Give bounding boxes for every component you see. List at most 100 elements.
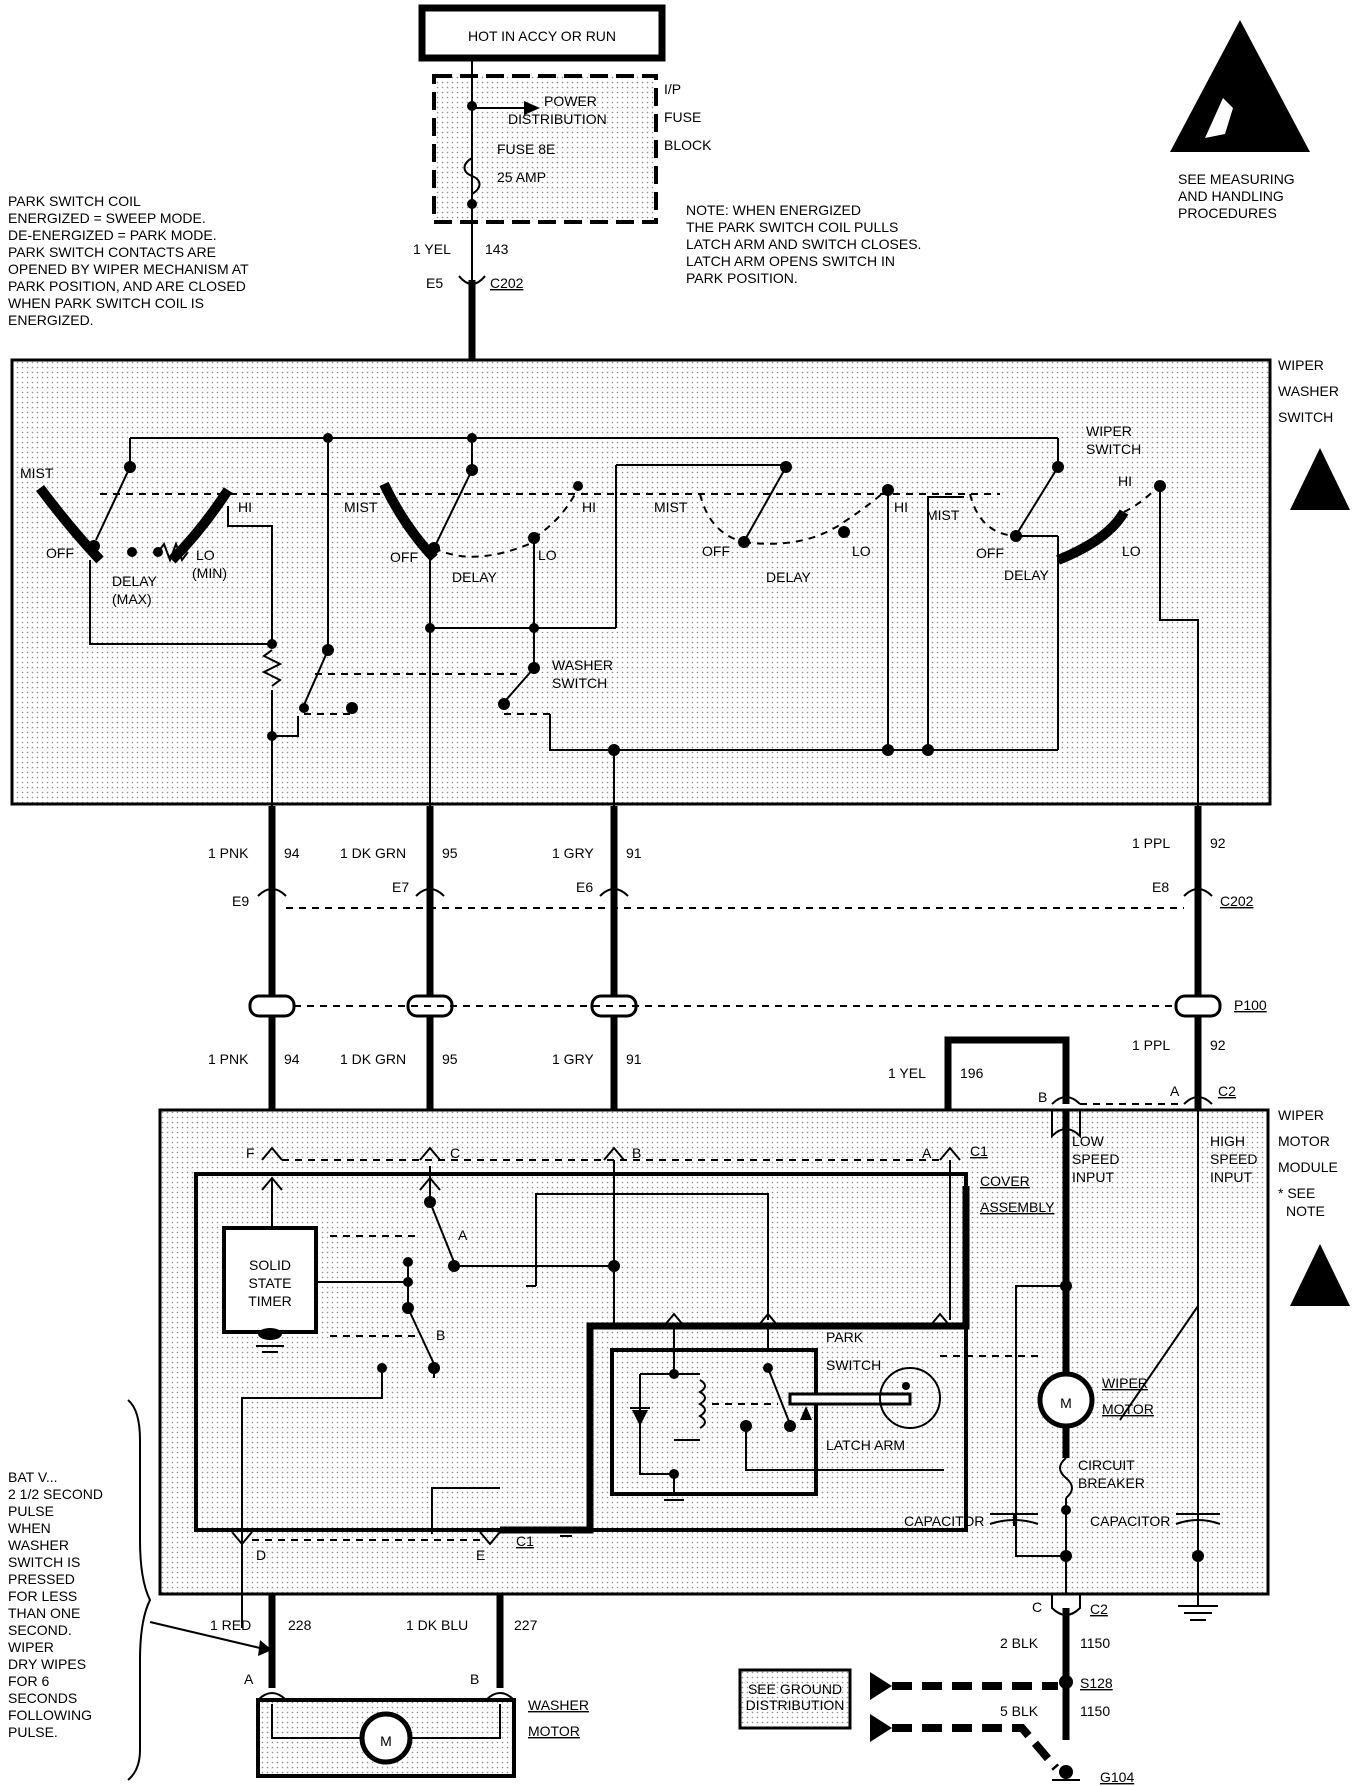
arrow-icon <box>524 101 540 115</box>
resistor <box>261 649 283 687</box>
hot-in-accy-run-label-box: HOT IN ACCY OR RUN <box>418 4 666 62</box>
power-distribution-line-2: DISTRIBUTION <box>508 111 607 127</box>
svg-text:C2: C2 <box>1090 1601 1108 1617</box>
circuit-breaker-icon <box>1059 1457 1073 1499</box>
svg-text:WIPER: WIPER <box>1086 423 1132 439</box>
park-switch-coil-note: PARK SWITCH COIL ENERGIZED = SWEEP MODE.… <box>8 193 249 328</box>
svg-text:DISTRIBUTION: DISTRIBUTION <box>746 1697 845 1713</box>
wire-circuit-95: 95 <box>442 845 458 861</box>
svg-text:DELAY: DELAY <box>112 573 158 589</box>
svg-text:1 DK BLU: 1 DK BLU <box>406 1617 468 1633</box>
svg-text:PARK: PARK <box>826 1329 864 1345</box>
wire-size-pnk: 1 PNK <box>208 845 249 861</box>
svg-text:SEE GROUND: SEE GROUND <box>748 1681 842 1697</box>
pin-e9: E9 <box>232 893 249 909</box>
svg-text:M: M <box>1060 1395 1072 1411</box>
svg-text:HI: HI <box>894 499 908 515</box>
svg-text:C: C <box>1032 1599 1042 1615</box>
diode-icon <box>632 1410 648 1426</box>
svg-text:PULSE: PULSE <box>8 1503 54 1519</box>
svg-text:STATE: STATE <box>248 1275 291 1291</box>
wire-circuit-94: 94 <box>284 845 300 861</box>
svg-text:SECONDS: SECONDS <box>8 1690 77 1706</box>
svg-text:228: 228 <box>288 1617 312 1633</box>
wire-196-loop <box>944 1036 1070 1110</box>
svg-text:TIMER: TIMER <box>248 1293 292 1309</box>
svg-text:OFF: OFF <box>390 549 418 565</box>
svg-text:SPEED: SPEED <box>1072 1151 1119 1167</box>
svg-text:1 PNK: 1 PNK <box>208 1051 249 1067</box>
svg-text:SEE MEASURING: SEE MEASURING <box>1178 171 1295 187</box>
svg-text:WASHER: WASHER <box>552 657 613 673</box>
pin-e6: E6 <box>576 879 593 895</box>
svg-text:SOLID: SOLID <box>249 1257 291 1273</box>
svg-text:MIST: MIST <box>926 507 960 523</box>
svg-text:FOR 6: FOR 6 <box>8 1673 49 1689</box>
svg-text:MIST: MIST <box>20 465 54 481</box>
svg-text:2 BLK: 2 BLK <box>1000 1635 1039 1651</box>
svg-text:HI: HI <box>582 499 596 515</box>
svg-text:HIGH: HIGH <box>1210 1133 1245 1149</box>
svg-text:M: M <box>380 1733 392 1749</box>
svg-text:A: A <box>922 1145 932 1161</box>
svg-text:F: F <box>246 1145 255 1161</box>
svg-text:LATCH ARM AND SWITCH CLOSES.: LATCH ARM AND SWITCH CLOSES. <box>686 236 921 252</box>
fuse-icon <box>463 157 481 195</box>
svg-text:PARK SWITCH COIL: PARK SWITCH COIL <box>8 193 141 209</box>
svg-text:MOTOR: MOTOR <box>1278 1133 1330 1149</box>
c1-pins <box>261 1146 961 1161</box>
fuse-block-title-1: I/P <box>664 81 681 97</box>
harness-wires: 1 PNK 94 1 DK GRN 95 1 GRY 91 1 PPL 92 E… <box>208 806 1267 1110</box>
svg-text:1150: 1150 <box>1080 1703 1110 1719</box>
svg-text:PRESSED: PRESSED <box>8 1571 75 1587</box>
svg-text:2 1/2 SECOND: 2 1/2 SECOND <box>8 1486 103 1502</box>
svg-text:LO: LO <box>1122 543 1141 559</box>
svg-text:CAPACITOR: CAPACITOR <box>1090 1513 1170 1529</box>
svg-text:1 DK GRN: 1 DK GRN <box>340 1051 406 1067</box>
svg-text:DELAY: DELAY <box>1004 567 1050 583</box>
svg-text:NOTE: NOTE <box>1286 1203 1325 1219</box>
fuse-block-title-2: FUSE <box>664 109 701 125</box>
svg-text:THAN ONE: THAN ONE <box>8 1605 80 1621</box>
svg-text:THE PARK SWITCH COIL PULLS: THE PARK SWITCH COIL PULLS <box>686 219 898 235</box>
svg-text:AND HANDLING: AND HANDLING <box>1178 188 1284 204</box>
svg-text:HI: HI <box>238 499 252 515</box>
svg-text:DELAY: DELAY <box>766 569 812 585</box>
svg-text:DRY WIPES: DRY WIPES <box>8 1656 86 1672</box>
capacitor-icon <box>1175 1513 1221 1525</box>
svg-text:WASHER: WASHER <box>528 1697 589 1713</box>
svg-text:BREAKER: BREAKER <box>1078 1475 1145 1491</box>
hot-label: HOT IN ACCY OR RUN <box>468 28 616 44</box>
svg-text:MOTOR: MOTOR <box>528 1723 580 1739</box>
svg-text:E: E <box>476 1547 485 1563</box>
svg-text:(MIN): (MIN) <box>192 565 227 581</box>
svg-text:MOTOR: MOTOR <box>1102 1401 1154 1417</box>
wiper-washer-switch: WIPER WASHER SWITCH MIST OFF DELAY (MAX)… <box>10 357 1350 840</box>
svg-text:FOR LESS: FOR LESS <box>8 1588 77 1604</box>
svg-text:ENERGIZED.: ENERGIZED. <box>8 312 94 328</box>
svg-text:MIST: MIST <box>654 499 688 515</box>
power-distribution-line-1: POWER <box>544 93 597 109</box>
c202-connector-symbols <box>257 888 1213 897</box>
svg-text:A: A <box>244 1671 254 1687</box>
fuse-label: FUSE 8E <box>497 141 555 157</box>
svg-text:WIPER: WIPER <box>1102 1375 1148 1391</box>
svg-text:ENERGIZED = SWEEP MODE.: ENERGIZED = SWEEP MODE. <box>8 210 206 226</box>
svg-text:95: 95 <box>442 1051 458 1067</box>
svg-text:DELAY: DELAY <box>452 569 498 585</box>
svg-text:NOTE: WHEN ENERGIZED: NOTE: WHEN ENERGIZED <box>686 202 861 218</box>
svg-text:INPUT: INPUT <box>1072 1169 1114 1185</box>
see-ground-distribution-box <box>738 1668 852 1730</box>
svg-text:SECOND.: SECOND. <box>8 1622 72 1638</box>
washer-motor-icon <box>359 1711 413 1765</box>
svg-text:SWITCH: SWITCH <box>552 675 607 691</box>
svg-text:B: B <box>436 1327 445 1343</box>
svg-text:A: A <box>1170 1083 1180 1099</box>
svg-text:WIPER: WIPER <box>1278 1107 1324 1123</box>
wiper-motor-module: WIPER MOTOR MODULE * SEE NOTE F C B A C1… <box>158 1107 1350 1628</box>
svg-text:WHEN PARK SWITCH COIL IS: WHEN PARK SWITCH COIL IS <box>8 295 204 311</box>
svg-text:WHEN: WHEN <box>8 1520 51 1536</box>
svg-text:C1: C1 <box>516 1533 534 1549</box>
svg-text:LATCH ARM: LATCH ARM <box>826 1437 905 1453</box>
